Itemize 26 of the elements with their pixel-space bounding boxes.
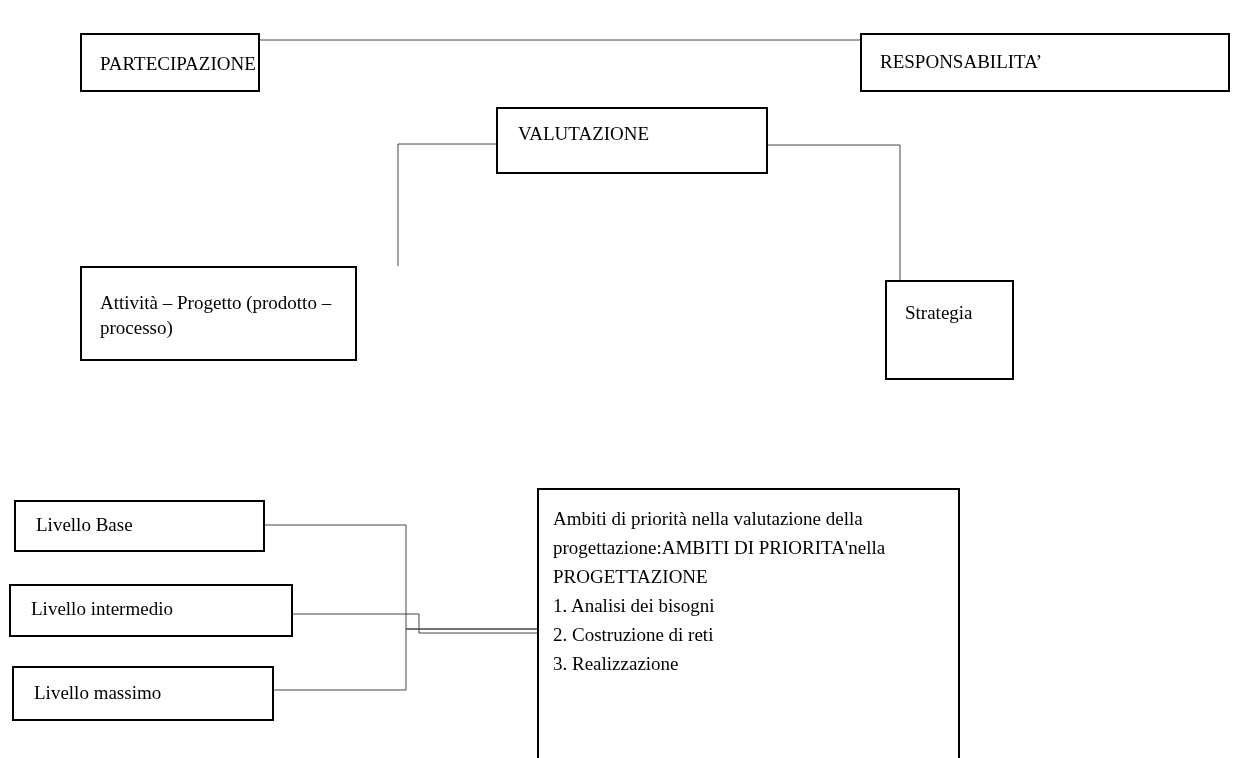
text-box: [12, 666, 274, 721]
text-box: [80, 33, 260, 92]
box-text: Livello intermedio: [31, 597, 174, 621]
box-text: 1. Analisi dei bisogni: [553, 594, 716, 618]
box-text: 2. Costruzione di reti: [553, 623, 715, 647]
text-box: [537, 488, 960, 758]
box-text: VALUTAZIONE: [518, 122, 651, 146]
text-box: [860, 33, 1230, 92]
box-text: Livello massimo: [34, 681, 163, 705]
box-text: RESPONSABILITA’: [880, 50, 1044, 74]
text-box: [9, 584, 293, 637]
box-text: Ambiti di priorità nella valutazione della progettazione:AMBITI DI PRIORITA'nella PROGETTAZIONE: [553, 507, 887, 589]
box-text: Strategia: [905, 301, 974, 325]
box-text: PARTECIPAZIONE: [100, 52, 257, 76]
connector-line: [292, 613, 538, 634]
text-box: [80, 266, 357, 361]
text-box: [885, 280, 1014, 380]
text-box: [496, 107, 768, 174]
text-box: [14, 500, 265, 552]
connector-line: [767, 144, 901, 281]
box-text: Livello Base: [36, 513, 134, 537]
box-text: 3. Realizzazione: [553, 652, 680, 676]
connector-line: [273, 628, 538, 691]
connector-line: [259, 39, 861, 41]
connector-line: [397, 143, 497, 267]
box-text: Attività – Progetto (prodotto – processo): [100, 291, 333, 340]
